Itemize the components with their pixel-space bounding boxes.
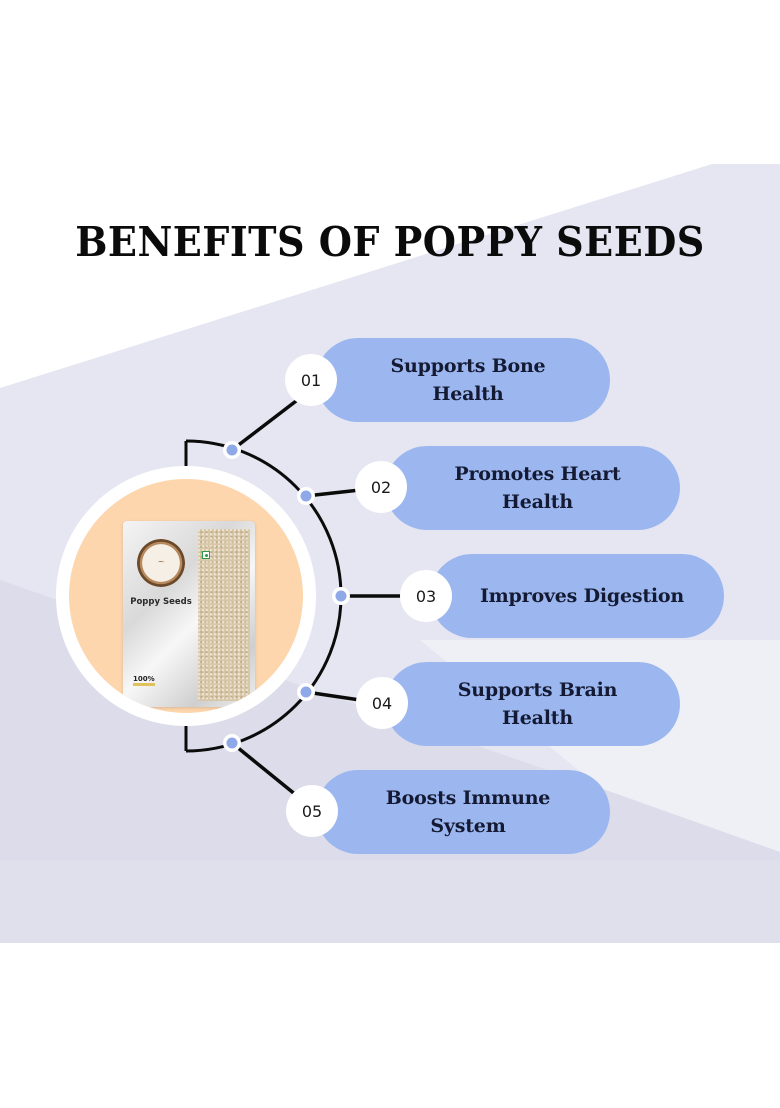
connector-line-2 (305, 488, 361, 498)
page-title: BENEFITS OF POPPY SEEDS (75, 218, 705, 266)
veg-mark-icon (202, 551, 210, 559)
connector-dots (223, 441, 350, 752)
benefit-label: Supports Brain Health (457, 679, 618, 729)
benefit-label: Boosts Immune System (385, 787, 551, 837)
product-package: ~ Poppy Seeds 100% (123, 521, 255, 707)
connector-line-1 (230, 396, 302, 452)
benefit-label: Supports Bone Health (390, 355, 546, 405)
brand-logo-mark: ~ (157, 557, 165, 566)
benefit-label: Promotes Heart Health (454, 463, 621, 513)
benefit-item-1: Supports Bone Health (316, 338, 610, 422)
benefit-item-3: Improves Digestion (430, 554, 724, 638)
brand-logo-icon: ~ (137, 539, 185, 587)
benefit-number-4: 04 (356, 677, 408, 729)
product-name: Poppy Seeds (130, 597, 192, 607)
benefit-item-2: Promotes Heart Health (385, 446, 680, 530)
bottom-fade (0, 860, 780, 943)
product-badge: 100% (133, 675, 155, 686)
benefit-item-4: Supports Brain Health (385, 662, 680, 746)
product-image-frame: ~ Poppy Seeds 100% (56, 466, 316, 726)
benefit-label: Improves Digestion (479, 585, 685, 607)
benefit-number-5: 05 (286, 785, 338, 837)
benefit-number-3: 03 (400, 570, 452, 622)
benefit-number-1: 01 (285, 354, 337, 406)
benefit-number-2: 02 (355, 461, 407, 513)
product-image-background: ~ Poppy Seeds 100% (69, 479, 303, 713)
benefit-item-5: Boosts Immune System (316, 770, 610, 854)
connector-line-4 (305, 690, 361, 702)
connector-line-5 (230, 741, 298, 797)
